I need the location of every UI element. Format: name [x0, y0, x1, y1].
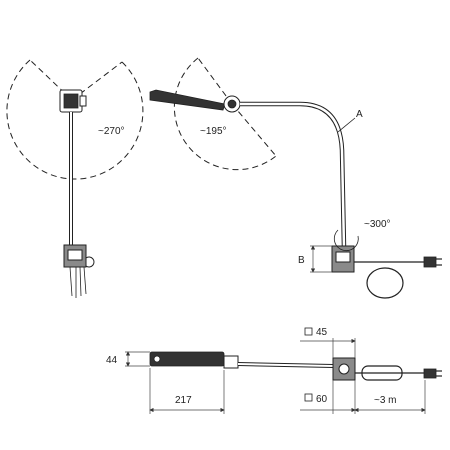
clamp-screw [85, 256, 95, 268]
clamp-jaws [69, 266, 87, 298]
tilt-limit-upper [197, 57, 233, 105]
side-view: A ~195° ~300° B [149, 57, 442, 299]
head-joint-top [223, 355, 239, 369]
cable-coil [366, 267, 404, 299]
top-view: 44 217 45 60 ~3 m [106, 327, 442, 414]
base-pivot [338, 363, 350, 375]
dim-head-length: 217 [175, 395, 192, 406]
lamp-head-dot [153, 355, 161, 363]
front-view: ~270° [6, 59, 144, 298]
angle-label-270: ~270° [98, 126, 125, 137]
angle-label-300: ~300° [364, 219, 391, 230]
tilt-range-arc [173, 57, 277, 171]
clamp-window [67, 249, 83, 261]
base-window [335, 251, 351, 263]
square-symbol-45 [304, 327, 313, 336]
power-plug [423, 256, 437, 268]
lamp-head-top [149, 351, 225, 367]
dim-base-large: 60 [316, 394, 328, 405]
dim-base-small: 45 [316, 327, 328, 338]
tilt-knob [79, 95, 87, 107]
head-joint-center [227, 99, 237, 109]
base-rotation-arc [333, 229, 359, 252]
power-plug-top [423, 368, 437, 379]
arm-leader [337, 117, 356, 133]
lamp-head-side [149, 89, 226, 111]
lamp-head-face [63, 93, 79, 109]
swivel-range-arc [6, 59, 144, 180]
angle-label-195: ~195° [200, 126, 227, 137]
square-symbol-60 [304, 393, 313, 402]
gooseneck-arm-side [240, 101, 347, 249]
height-label: B [298, 255, 305, 266]
tilt-limit-lower [231, 103, 277, 157]
dim-cable-length: ~3 m [374, 395, 397, 406]
dim-head-height: 44 [106, 355, 118, 366]
arm-label: A [356, 109, 363, 120]
